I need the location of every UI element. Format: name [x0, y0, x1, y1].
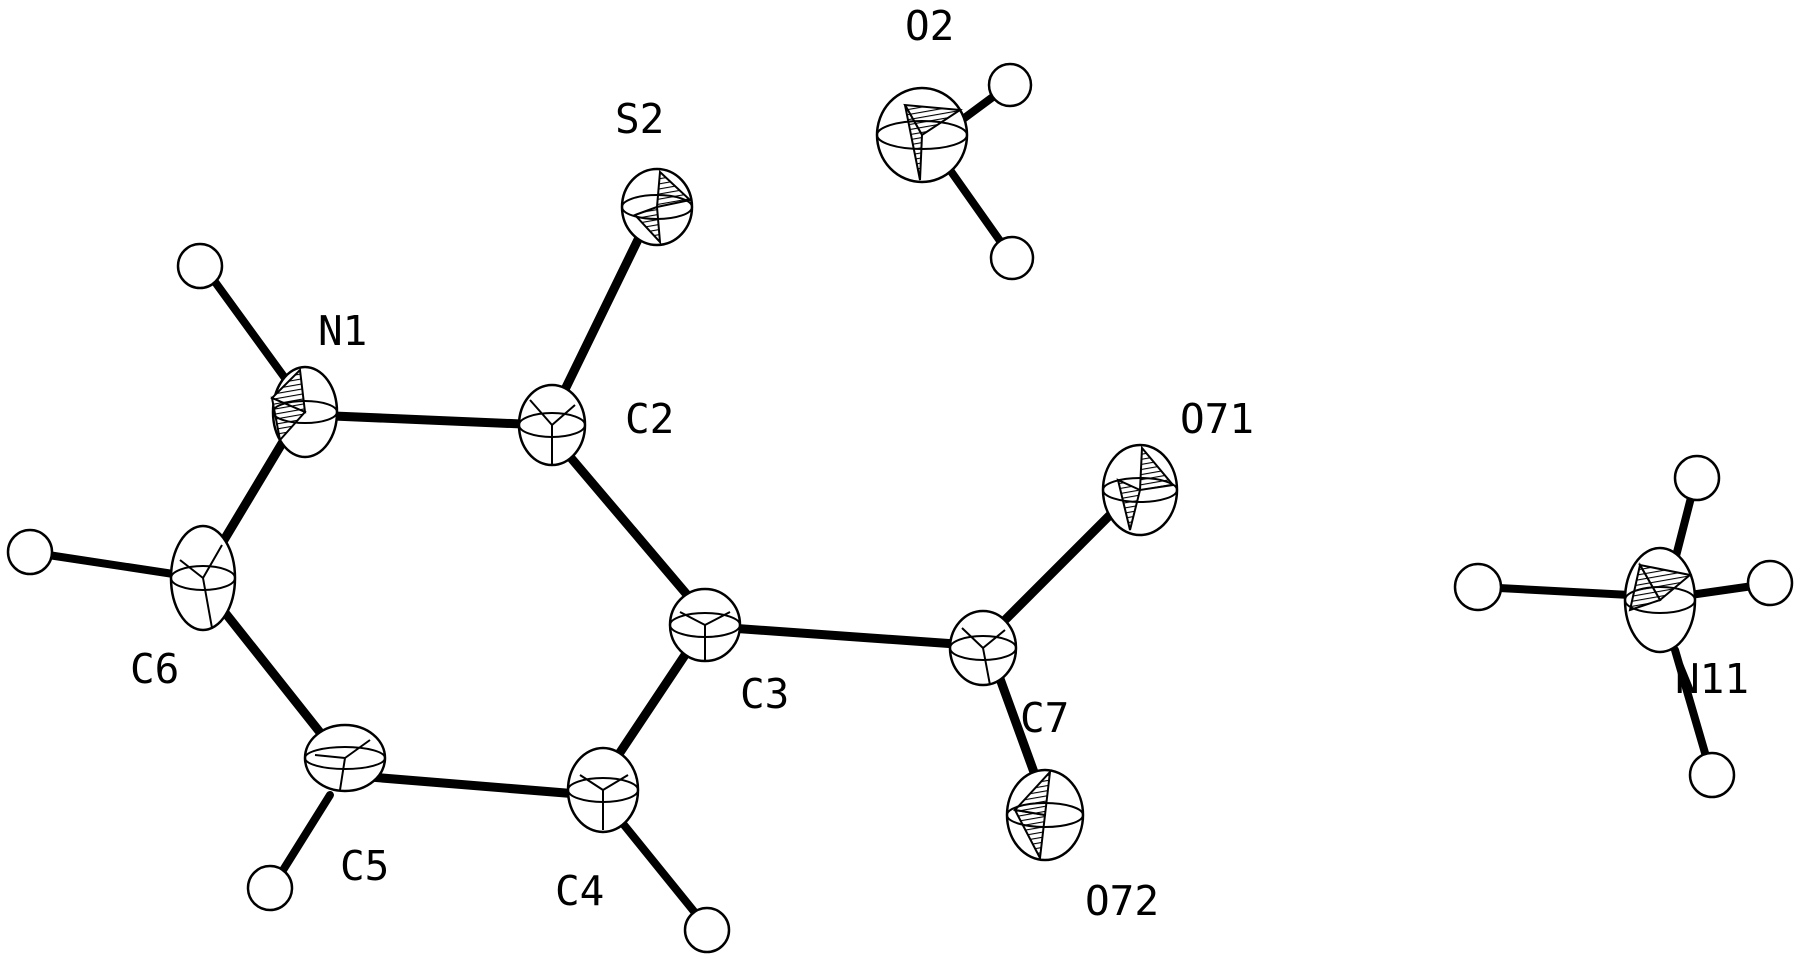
bonds — [210, 210, 1120, 800]
atom-C4 — [566, 746, 640, 834]
equator-c3 — [669, 612, 741, 638]
equator-c6 — [170, 565, 236, 591]
octant-o71 — [1138, 445, 1175, 492]
atom-C7 — [948, 609, 1018, 687]
atom-C5 — [303, 723, 387, 793]
label-S2: S2 — [615, 95, 664, 143]
octant-o71-b — [1116, 478, 1142, 531]
h-atom-c4 — [683, 906, 731, 954]
axis-o71 — [1102, 477, 1178, 503]
bond-c7-o71 — [995, 505, 1120, 630]
atom-O2 — [875, 86, 969, 184]
label-C3: C3 — [740, 670, 789, 718]
equator-c7 — [949, 635, 1017, 661]
axis-o2 — [876, 120, 968, 150]
bond-n11-h-left — [1476, 583, 1634, 599]
label-O2: O2 — [905, 2, 954, 50]
bond-c3-c7 — [725, 623, 975, 650]
bond-c5-h — [271, 791, 334, 887]
axis-n1 — [272, 400, 338, 424]
axis-o72 — [1006, 802, 1084, 828]
label-C6: C6 — [130, 645, 179, 693]
equator-c2 — [518, 412, 586, 438]
bond-n11-h-bottom — [1671, 646, 1714, 774]
axes-c6 — [179, 544, 223, 629]
bond-c5-c4 — [340, 770, 595, 800]
label-O71: O71 — [1180, 395, 1254, 443]
atom-C2 — [517, 383, 587, 467]
label-C7: C7 — [1020, 694, 1069, 742]
label-C5: C5 — [340, 842, 389, 890]
h-atom-o2-2 — [989, 235, 1035, 281]
axes-c3 — [679, 611, 731, 660]
bond-c7-o72 — [990, 660, 1040, 780]
h-atom-n11-right — [1746, 559, 1794, 607]
h-atom-c6 — [6, 528, 54, 576]
bond-n1-c6 — [210, 425, 295, 560]
bond-c6-c5 — [210, 595, 335, 750]
octant-o2-b — [904, 104, 924, 181]
atom-O71 — [1101, 443, 1179, 537]
label-N11: N11 — [1675, 655, 1749, 703]
axis-n11 — [1624, 586, 1696, 614]
h-atom-n1 — [176, 242, 224, 290]
h-atom-n11-bottom — [1688, 751, 1736, 799]
label-N1: N1 — [318, 307, 367, 355]
axes-c4 — [579, 774, 629, 830]
h-atom-n11-left — [1453, 562, 1503, 612]
atom-N1 — [270, 365, 339, 459]
bond-c4-c3 — [610, 635, 700, 765]
equator-c5 — [304, 746, 386, 770]
axes-c2 — [529, 399, 576, 465]
bond-n1-c2 — [305, 410, 550, 430]
h-atom-n11-top — [1673, 454, 1721, 502]
atom-O72 — [1005, 768, 1085, 862]
atom-C3 — [668, 587, 742, 663]
hydrogen-bonds — [31, 84, 1764, 929]
label-C4: C4 — [555, 867, 604, 915]
atom-C6 — [169, 524, 237, 632]
equator-c4 — [567, 777, 639, 803]
atom-N11 — [1623, 546, 1697, 654]
octant-s2-b — [633, 205, 662, 245]
hydrogen-atoms — [6, 62, 1794, 954]
octant-n1-b — [270, 396, 307, 443]
bond-c2-c3 — [555, 440, 705, 615]
label-C2: C2 — [625, 395, 674, 443]
axes-c5 — [314, 739, 371, 791]
axis-s2 — [621, 194, 693, 220]
atom-labels: O2 S2 N1 C2 O71 C6 C3 C7 N11 C5 C4 O72 — [130, 2, 1749, 925]
bond-c4-h — [616, 816, 709, 929]
h-atom-o2-1 — [987, 62, 1033, 108]
label-O72: O72 — [1085, 877, 1159, 925]
bond-c6-h — [31, 549, 184, 579]
axes-c7 — [961, 627, 1006, 686]
h-atom-c5 — [246, 864, 294, 912]
bond-c2-s2 — [550, 210, 655, 415]
atom-S2 — [620, 167, 694, 247]
bond-n1-h — [206, 271, 294, 389]
